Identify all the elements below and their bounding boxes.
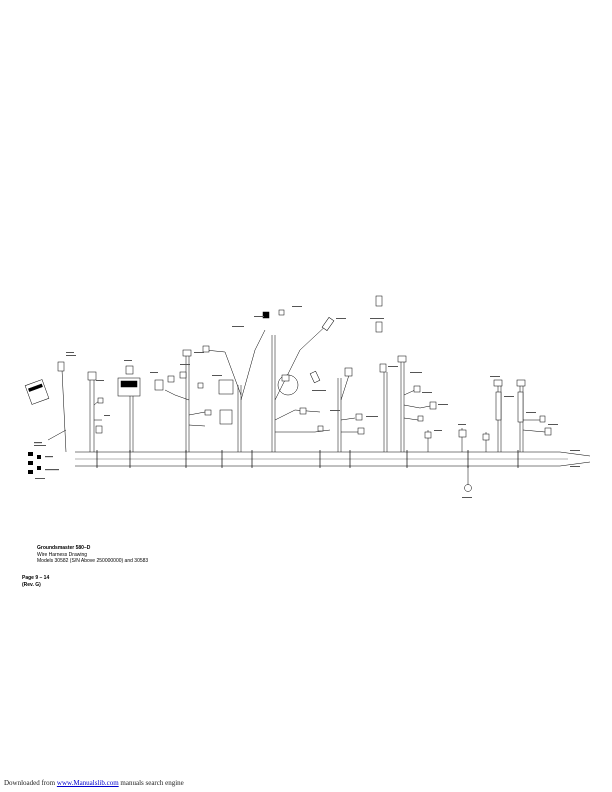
drawing-title: Groundsmaster 580–D: [37, 545, 91, 551]
page-info: Page 9 – 14 (Rev. G): [22, 575, 49, 588]
drawing-caption: Groundsmaster 580–D Wire Harness Drawing…: [37, 545, 148, 565]
harness-main-trunk: [75, 451, 591, 467]
drawing-subtitle: Wire Harness Drawing: [37, 551, 88, 558]
reference-labels: [34, 306, 580, 498]
side-branches: [47, 321, 546, 441]
trunk-clamps: [96, 450, 519, 468]
drawing-models: Models 30582 (S/N Above 250000000) and 3…: [37, 558, 149, 564]
page-revision: (Rev. G): [22, 581, 41, 588]
left-connector-stack: [28, 452, 41, 474]
connector-block-left: [24, 379, 50, 405]
harness-branches: [61, 335, 524, 485]
connectors: [24, 295, 552, 492]
footer-prefix: Downloaded from: [4, 779, 57, 787]
manualslib-link[interactable]: www.Manualslib.com: [56, 779, 119, 787]
download-footer: Downloaded from www.Manualslib.com manua…: [4, 779, 184, 787]
page-number: Page 9 – 14: [22, 575, 50, 581]
footer-suffix: manuals search engine: [118, 779, 184, 787]
